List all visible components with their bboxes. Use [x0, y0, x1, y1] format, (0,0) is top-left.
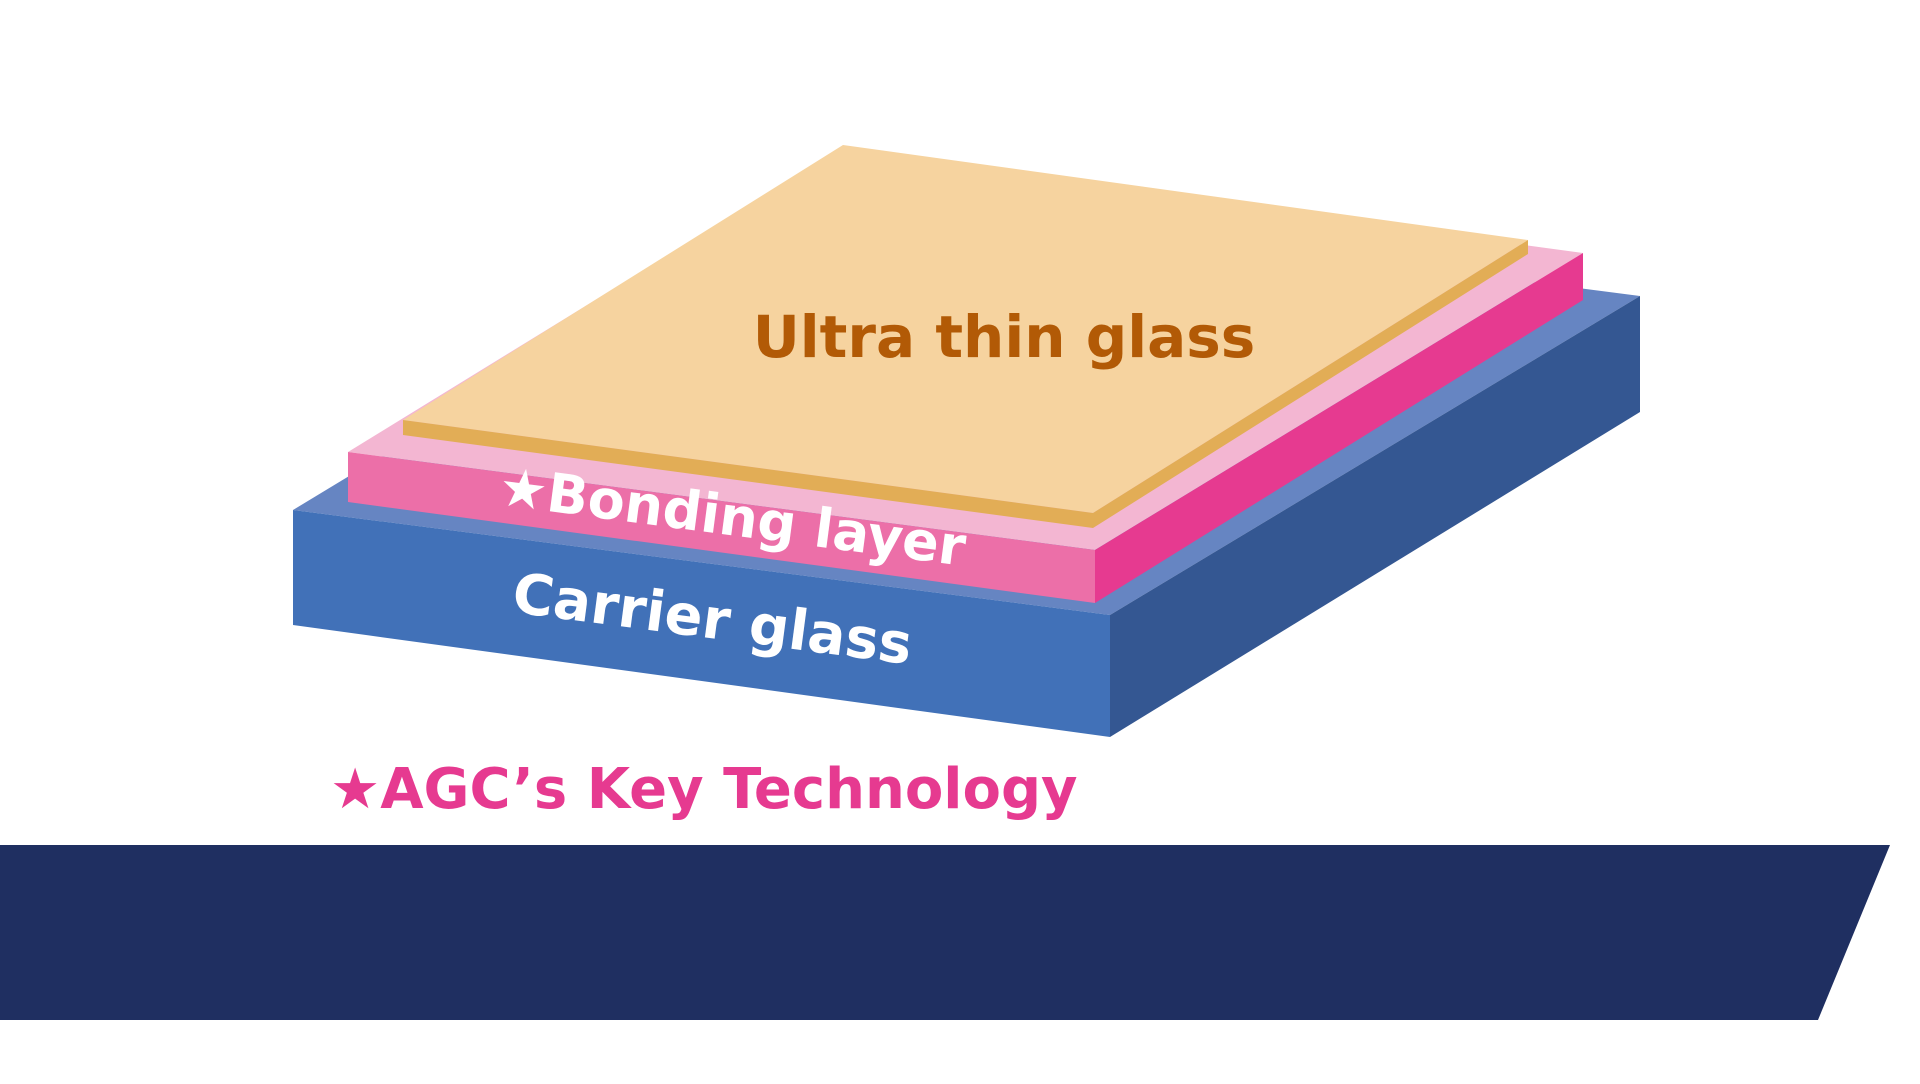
bottom-banner [0, 845, 1890, 1020]
carrier-glass-side-face [1110, 296, 1640, 737]
ultra-thin-glass-side-edge [1093, 240, 1528, 528]
ultra-thin-glass-top-face [403, 145, 1528, 513]
ultra-thin-glass-layer [403, 145, 1528, 528]
key-technology-note: ★AGC’s Key Technology [330, 757, 1078, 822]
bonding-layer-front-face [348, 452, 1095, 603]
ultra-thin-glass-label: Ultra thin glass [753, 303, 1256, 371]
carrier-glass-front-face [293, 510, 1110, 737]
ultra-thin-glass-front-edge [403, 420, 1093, 528]
bonding-layer-side-face [1095, 253, 1583, 603]
